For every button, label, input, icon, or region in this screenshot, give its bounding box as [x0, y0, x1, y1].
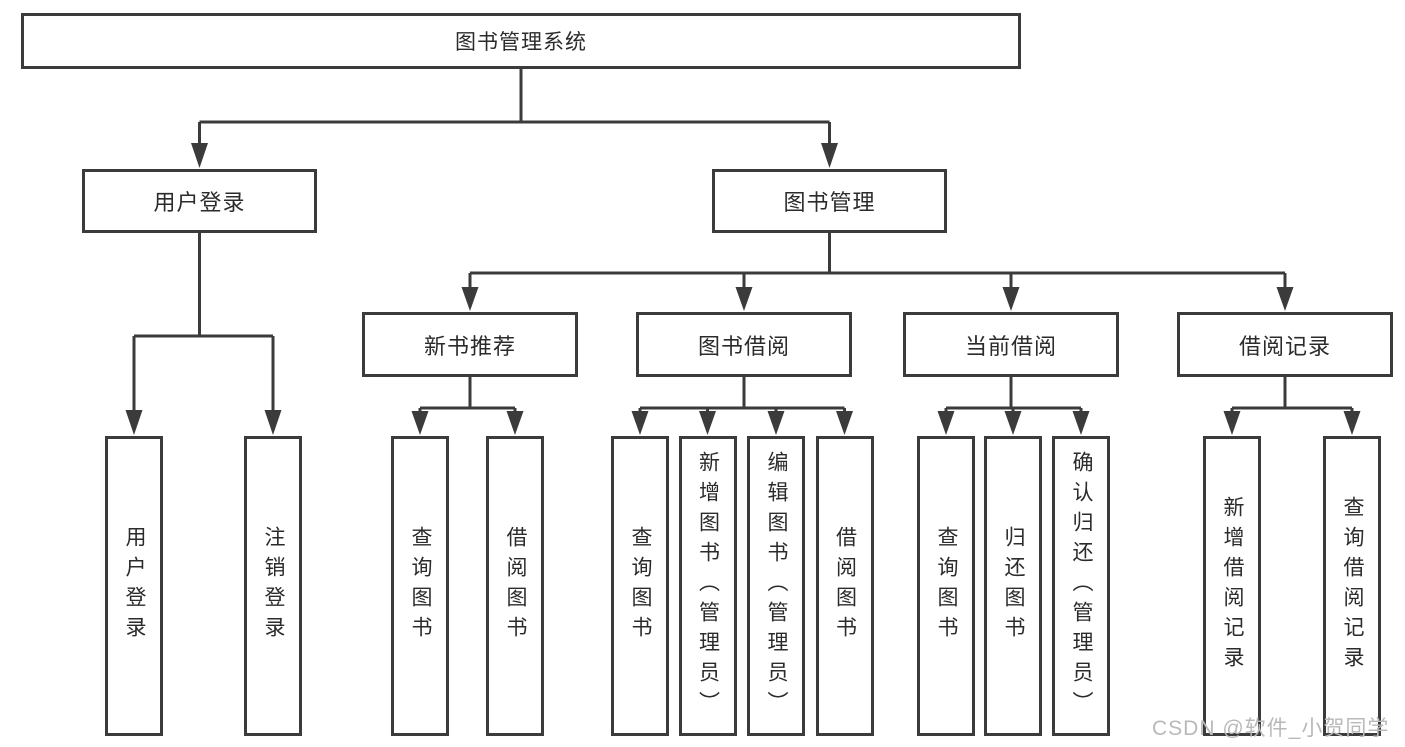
node-label: 新书推荐: [423, 333, 516, 359]
node-label: 图书管理: [783, 190, 876, 215]
node-label: 查询借阅记录: [1341, 496, 1364, 676]
connector-user-login-children: [132, 233, 275, 412]
node-label: 用户登录: [123, 526, 146, 646]
csdn-watermark: CSDN @软件_小贺同学: [1152, 717, 1390, 740]
leaf-query-books-recommend: 查询图书: [391, 436, 449, 736]
node-root-library-system: 图书管理系统: [21, 13, 1021, 69]
node-label: 查询图书: [935, 526, 958, 646]
connector-borrow-record-children: [1230, 377, 1354, 414]
leaf-query-borrow-record: 查询借阅记录: [1323, 436, 1381, 736]
node-current-borrow: 当前借阅: [903, 312, 1119, 377]
connector-book-borrow-children: [638, 377, 846, 414]
leaf-logout: 注销登录: [244, 436, 302, 736]
node-new-book-recommend: 新书推荐: [362, 312, 578, 377]
arrowheads: [125, 143, 1361, 435]
node-label: 归还图书: [1002, 526, 1025, 646]
node-book-management: 图书管理: [712, 169, 947, 233]
node-label: 查询图书: [629, 526, 652, 646]
leaf-borrow-books: 借阅图书: [815, 436, 874, 736]
leaf-query-books-current: 查询图书: [917, 436, 975, 736]
node-label: 借阅记录: [1238, 333, 1331, 359]
node-label: 新增图书（管理员）: [696, 451, 720, 721]
node-label: 新增借阅记录: [1221, 496, 1244, 676]
node-user-login: 用户登录: [82, 169, 317, 233]
node-label: 图书管理系统: [455, 31, 587, 54]
leaf-add-books-admin: 新增图书（管理员）: [678, 436, 737, 736]
leaf-confirm-return-admin: 确认归还（管理员）: [1052, 436, 1110, 736]
node-label: 借阅图书: [833, 526, 857, 646]
node-book-borrow: 图书借阅: [636, 312, 852, 377]
connector-root-to-level2: [198, 69, 831, 146]
node-label: 用户登录: [153, 190, 246, 215]
node-label: 确认归还（管理员）: [1070, 451, 1093, 721]
connector-new-book-children: [418, 377, 517, 414]
node-label: 图书借阅: [697, 333, 790, 359]
leaf-edit-books-admin: 编辑图书（管理员）: [747, 436, 805, 736]
leaf-add-borrow-record: 新增借阅记录: [1203, 436, 1261, 736]
leaf-return-books: 归还图书: [984, 436, 1042, 736]
connector-book-mgmt-children: [468, 233, 1287, 290]
connector-current-borrow-children: [944, 377, 1083, 414]
node-label: 当前借阅: [964, 333, 1057, 359]
leaf-user-login: 用户登录: [105, 436, 163, 736]
leaf-borrow-books-recommend: 借阅图书: [486, 436, 544, 736]
node-borrow-record: 借阅记录: [1177, 312, 1393, 377]
leaf-query-books-borrow: 查询图书: [611, 436, 669, 736]
node-label: 查询图书: [409, 526, 432, 646]
node-label: 借阅图书: [504, 526, 527, 646]
node-label: 注销登录: [262, 526, 285, 646]
node-label: 编辑图书（管理员）: [765, 451, 788, 721]
